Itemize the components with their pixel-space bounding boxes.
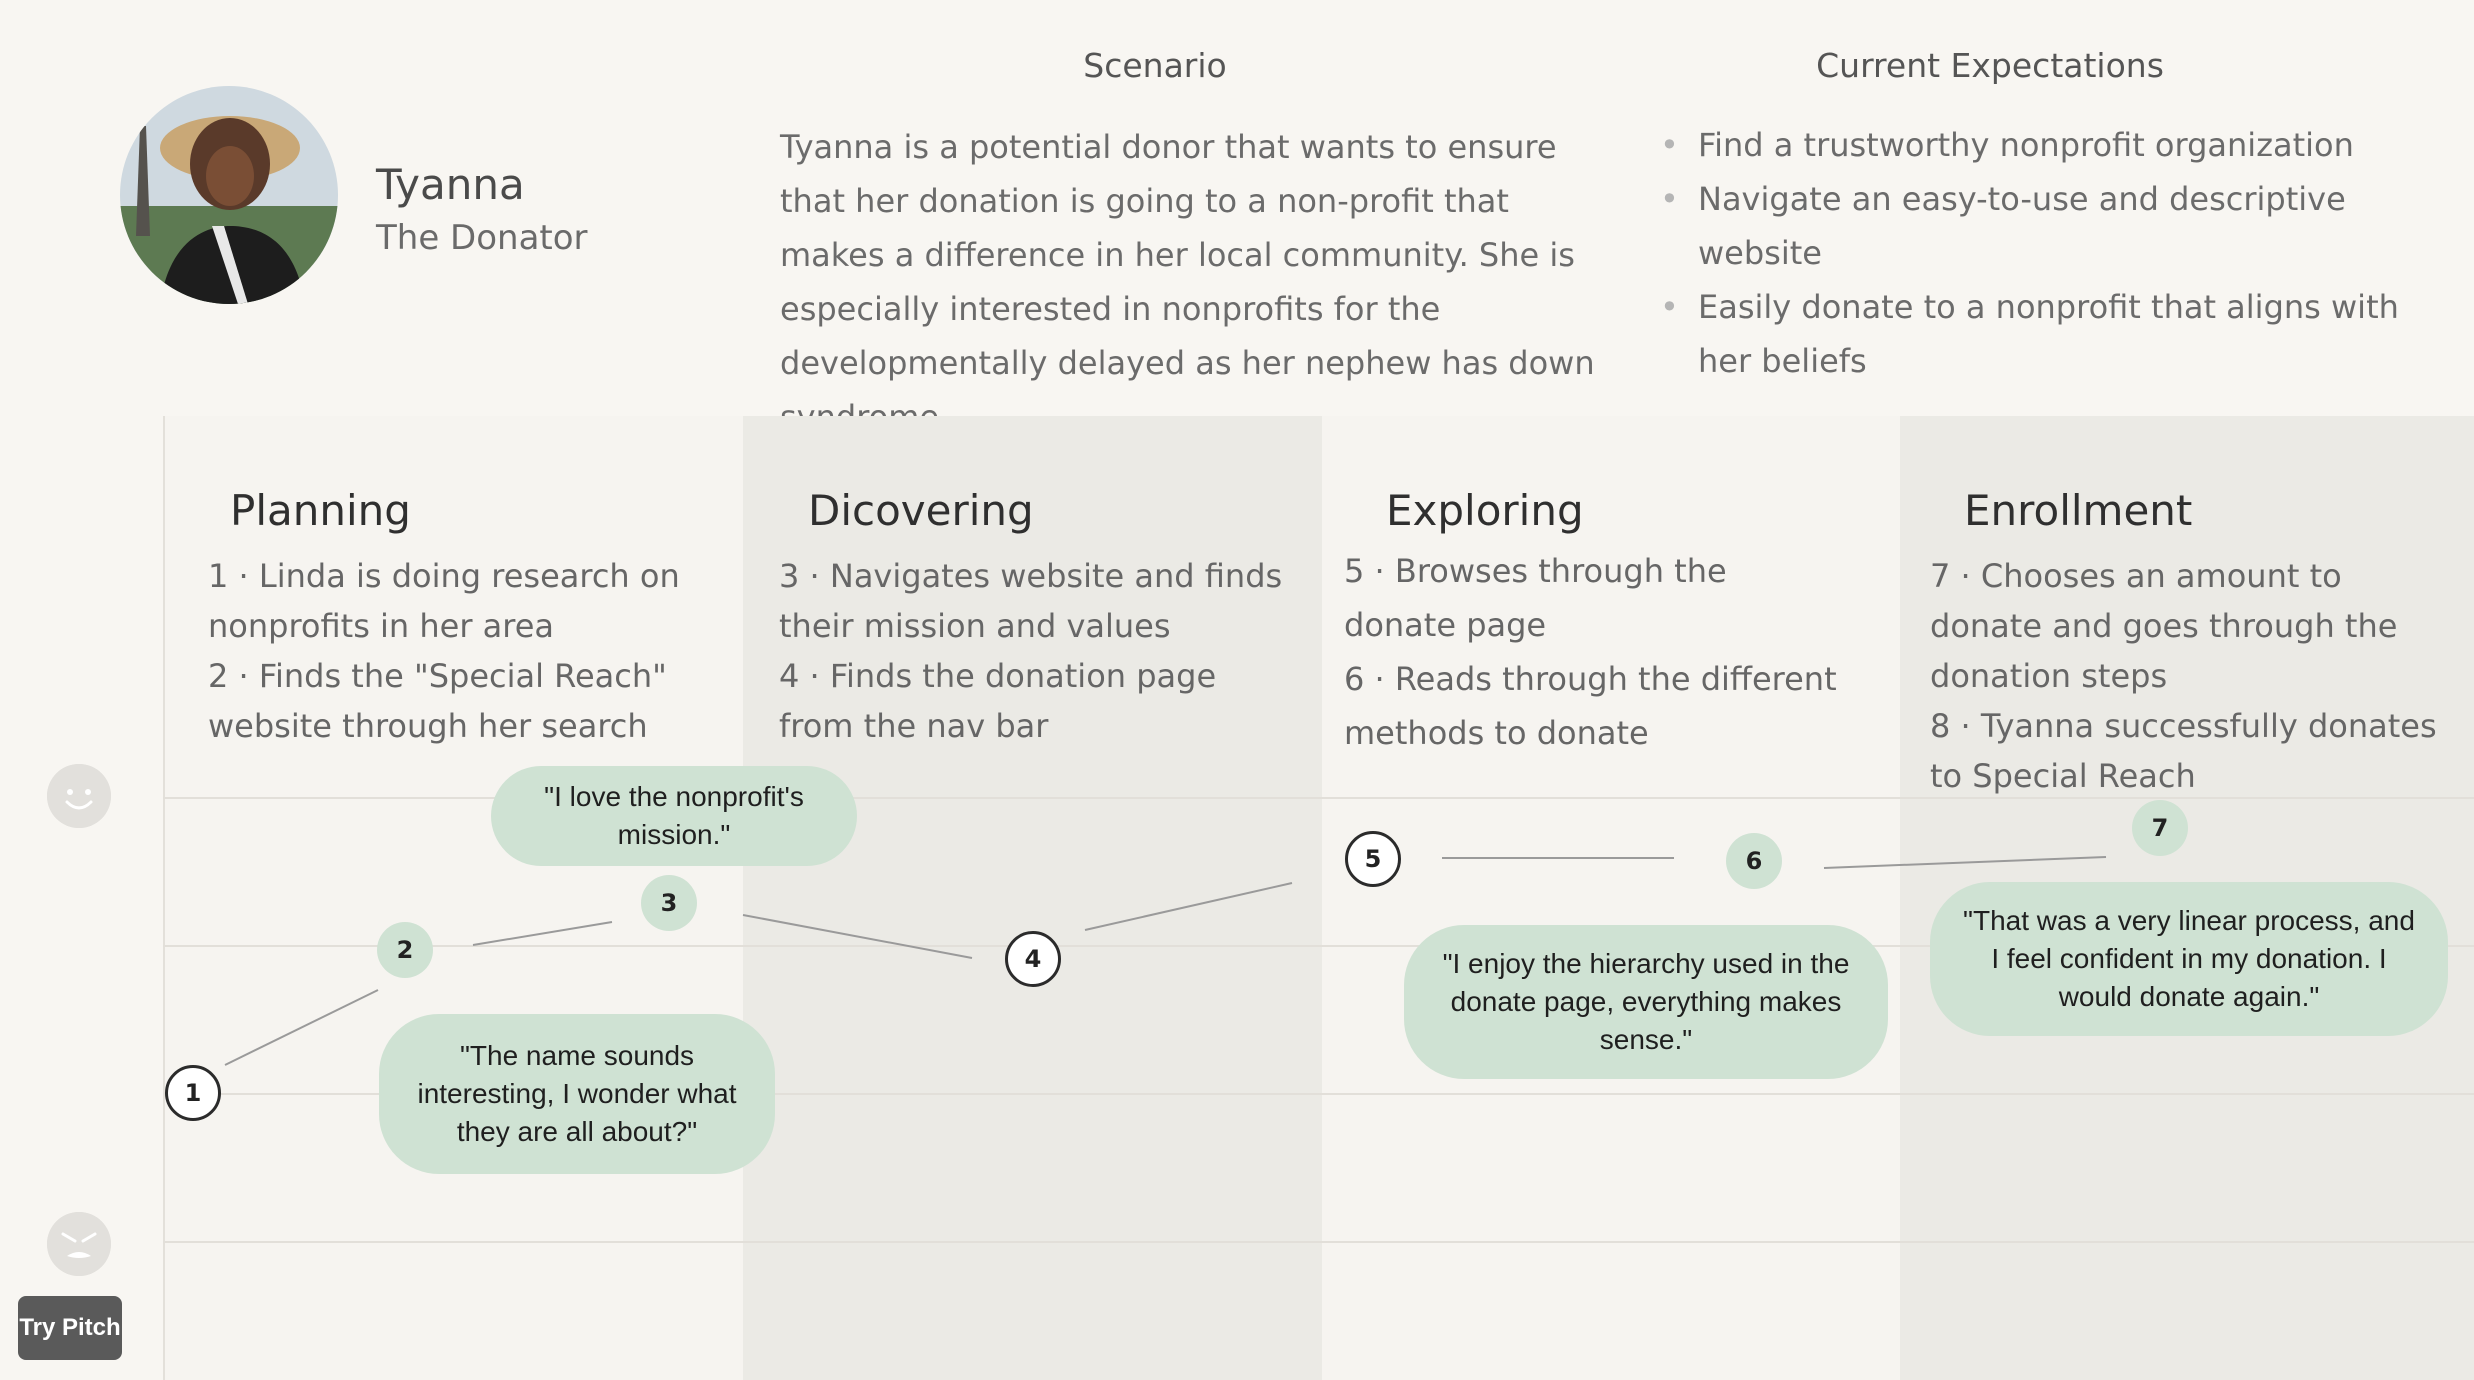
journey-node: 7 (2132, 800, 2188, 856)
journey-node: 4 (1005, 931, 1061, 987)
quote-bubble: "I enjoy the hierarchy used in the donat… (1404, 925, 1888, 1079)
journey-node: 3 (641, 875, 697, 931)
journey-node: 6 (1726, 833, 1782, 889)
quote-bubble: "I love the nonprofit's mission." (491, 766, 857, 866)
quote-bubble: "That was a very linear process, and I f… (1930, 882, 2448, 1036)
journey-node: 5 (1345, 831, 1401, 887)
journey-node: 1 (165, 1065, 221, 1121)
try-pitch-button[interactable]: Try Pitch (18, 1296, 122, 1360)
journey-node: 2 (377, 922, 433, 978)
quote-bubble: "The name sounds interesting, I wonder w… (379, 1014, 775, 1174)
